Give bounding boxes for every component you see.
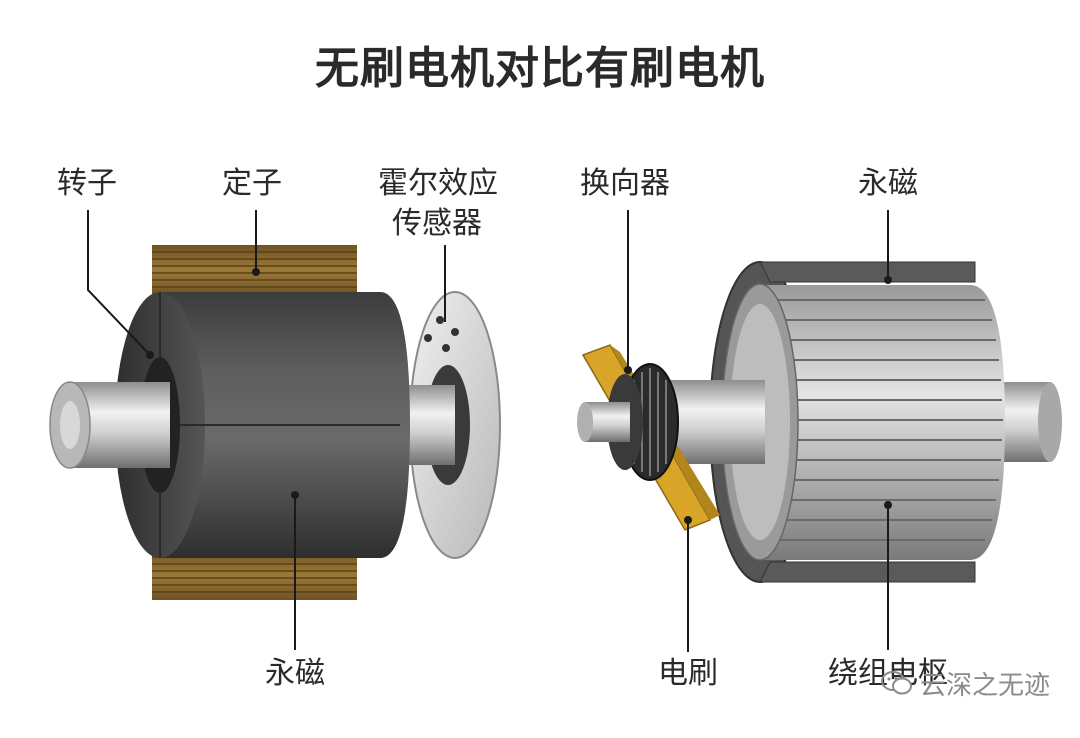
wechat-icon: [880, 669, 914, 704]
label-hall-sensor-line1: 霍尔效应: [378, 166, 498, 201]
shaft-small: [577, 402, 630, 442]
brushed-motor: [577, 261, 1062, 583]
shaft-far-right: [1000, 382, 1062, 462]
leader-lines-right: [627, 210, 889, 652]
commutator: [607, 363, 679, 481]
leader-lines-left: [87, 210, 446, 650]
label-rotor: 转子: [57, 166, 117, 201]
diagram-title: 无刷电机对比有刷电机: [315, 43, 765, 94]
watermark: 云深之无迹: [880, 665, 1050, 704]
watermark-text: 云深之无迹: [919, 671, 1050, 701]
stator-windings-bottom: [152, 550, 357, 600]
label-permanent-magnet-right: 永磁: [858, 166, 918, 201]
label-brush: 电刷: [658, 656, 718, 691]
label-stator: 定子: [222, 166, 282, 201]
label-commutator: 换向器: [580, 166, 670, 201]
label-permanent-magnet-left: 永磁: [265, 656, 325, 691]
brushless-motor: [49, 245, 501, 600]
shaft-left: [49, 381, 170, 469]
wound-armature: [721, 283, 1005, 561]
label-hall-sensor-line2: 传感器: [392, 206, 482, 241]
